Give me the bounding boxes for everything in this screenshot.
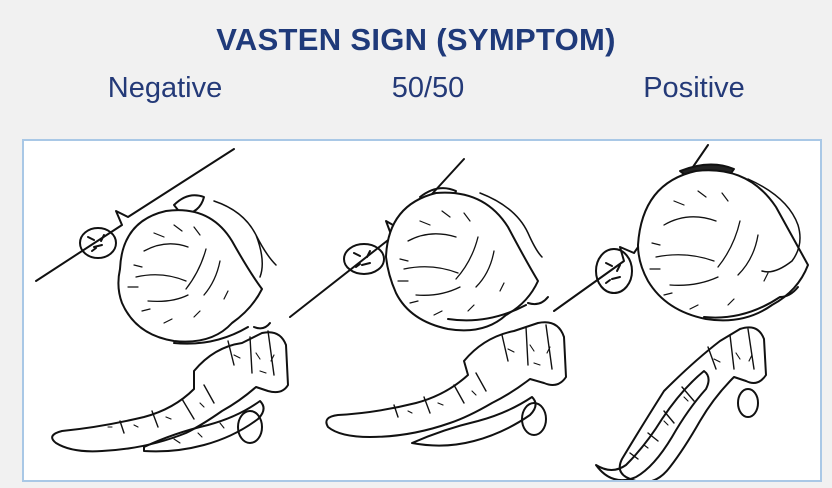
label-positive: Positive <box>584 72 804 105</box>
figure-negative <box>36 149 288 451</box>
label-negative: Negative <box>55 72 275 105</box>
anatomy-illustrations <box>24 141 822 482</box>
illustration-panel <box>22 139 822 482</box>
label-fifty-fifty: 50/50 <box>318 72 538 105</box>
figure-positive <box>554 145 808 482</box>
page-title: VASTEN SIGN (SYMPTOM) <box>0 22 832 58</box>
figure-fifty-fifty <box>290 159 566 446</box>
